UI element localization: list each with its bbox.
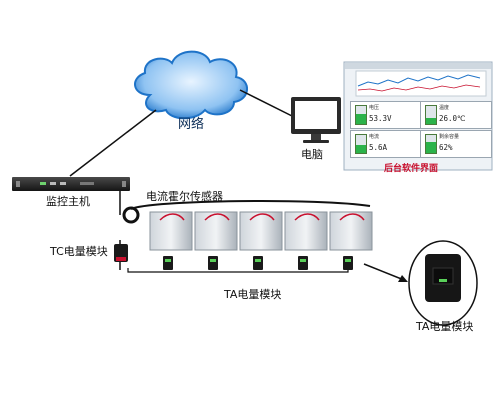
ta-module-zoom-icon — [408, 240, 478, 326]
zoom-arrowhead — [398, 275, 408, 282]
battery-cell-2 — [194, 211, 238, 251]
cloud-to-host-link — [69, 109, 157, 177]
ta-module-2 — [208, 256, 218, 270]
ui-cell-current-title: 电流 — [369, 134, 380, 140]
battery-bus-cable — [130, 199, 371, 210]
hall-sensor-icon — [122, 206, 140, 224]
tc-module-icon — [114, 244, 128, 262]
ui-cell-voltage-value: 53.3V — [369, 114, 392, 123]
module-link-wire — [127, 268, 349, 273]
cloud-to-computer-link — [239, 89, 301, 121]
battery-cell-4 — [284, 211, 328, 251]
network-cloud-icon — [134, 50, 248, 120]
battery-cell-3 — [239, 211, 283, 251]
monitor-host-icon — [12, 177, 130, 191]
ui-cell-current-bar — [355, 134, 367, 154]
battery-cell-1 — [149, 211, 193, 251]
ui-cell-voltage-title: 电压 — [369, 105, 380, 111]
ta-module-1 — [163, 256, 173, 270]
ui-cell-voltage-bar — [355, 105, 367, 125]
ui-cell-capacity-value: 62% — [439, 143, 453, 152]
computer-label: 电脑 — [301, 148, 323, 161]
ui-cell-temperature: 温度 26.0℃ — [420, 101, 492, 129]
software-ui-label: 后台软件界面 — [384, 164, 439, 174]
ui-cell-capacity-title: 剩余容量 — [439, 134, 460, 140]
computer-icon — [291, 97, 341, 143]
ui-cell-voltage: 电压 53.3V — [350, 101, 422, 129]
ui-cell-capacity-fill — [426, 141, 436, 153]
monitor-host-label: 监控主机 — [46, 195, 90, 208]
software-ui-chart — [355, 70, 487, 97]
ui-cell-current-fill — [356, 144, 366, 153]
ta-module-4 — [298, 256, 308, 270]
ui-cell-temperature-fill — [426, 117, 436, 124]
ui-cell-temperature-bar — [425, 105, 437, 125]
ui-cell-capacity: 剩余容量 62% — [420, 130, 492, 158]
software-ui-titlebar — [345, 63, 491, 69]
ui-cell-current: 电流 5.6A — [350, 130, 422, 158]
battery-cell-5 — [329, 211, 373, 251]
ta-module-row-label: TA电量模块 — [224, 288, 282, 301]
zoom-arrow-line — [363, 263, 405, 281]
ta-module-3 — [253, 256, 263, 270]
hall-sensor-label: 电流霍尔传感器 — [146, 190, 223, 203]
ta-module-5 — [343, 256, 353, 270]
ui-cell-temperature-title: 温度 — [439, 105, 450, 111]
ui-cell-current-value: 5.6A — [369, 143, 388, 152]
ta-module-zoom-label: TA电量模块 — [416, 320, 474, 333]
ui-cell-capacity-bar — [425, 134, 437, 154]
tc-module-label: TC电量模块 — [50, 245, 108, 258]
ui-cell-temperature-value: 26.0℃ — [439, 114, 466, 123]
network-label: 网络 — [178, 117, 205, 132]
ui-cell-voltage-fill — [356, 114, 366, 124]
